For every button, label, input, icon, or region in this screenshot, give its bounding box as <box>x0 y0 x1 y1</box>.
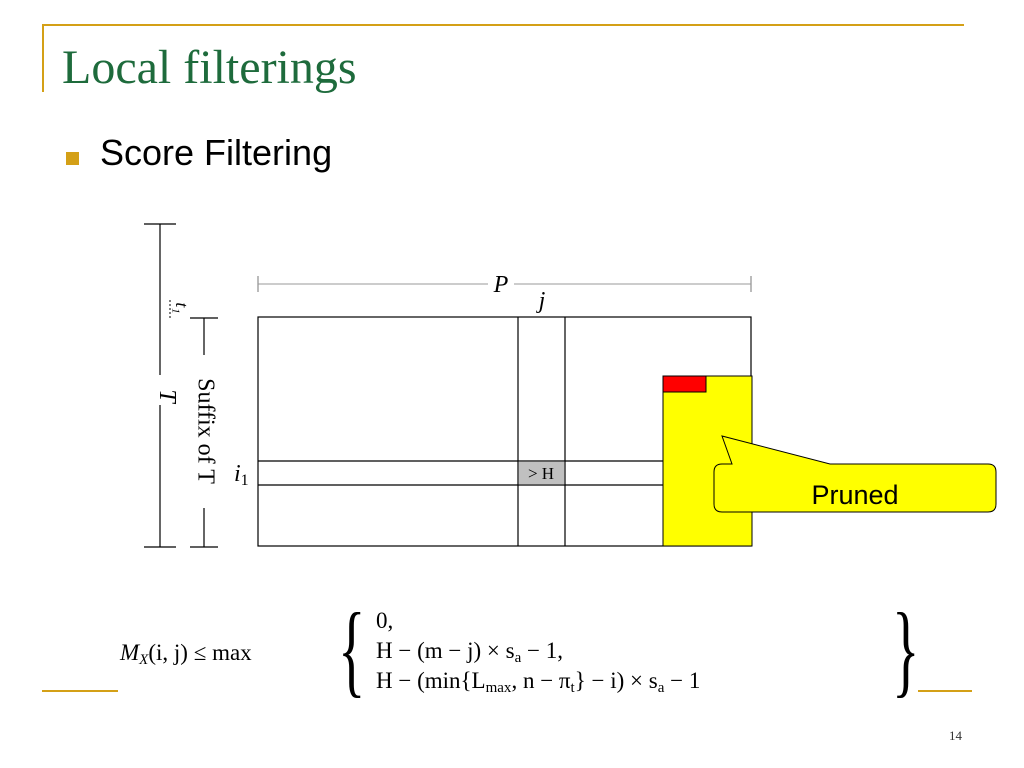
pruned-marker <box>662 375 707 393</box>
i1-label: i1 <box>234 461 249 489</box>
formula-right-brace: } <box>892 592 920 707</box>
footer-rule-right <box>918 690 972 692</box>
title-rule-horizontal <box>42 24 964 26</box>
threshold-cell-label: > H <box>528 464 554 483</box>
title-rule-vertical <box>42 24 44 92</box>
formula-left-brace: { <box>338 592 366 707</box>
formula-row-1: 0, <box>376 608 394 633</box>
page-number: 14 <box>949 728 962 743</box>
score-filtering-diagram: T t₁ Suffix of T P j i1 > H Pr <box>144 223 997 548</box>
t1-label: t₁ <box>172 302 192 313</box>
pruned-callout-label: Pruned <box>811 480 898 510</box>
suffix-of-t-label: Suffix of T <box>192 378 218 484</box>
pruned-callout <box>713 435 997 513</box>
formula-lhs: MX(i, j) ≤ max <box>120 640 252 668</box>
t-axis-label: T <box>154 389 180 404</box>
slide-title: Local filterings <box>62 41 357 94</box>
j-label: j <box>536 288 546 314</box>
score-bound-formula: MX(i, j) ≤ max { 0, H − (m − j) × sa − 1… <box>120 592 920 715</box>
p-label: P <box>493 272 509 298</box>
threshold-cell <box>517 460 566 486</box>
bullet-score-filtering: Score Filtering <box>100 132 333 173</box>
bullet-square-icon <box>66 152 79 165</box>
formula-row-2: H − (m − j) × sa − 1, <box>376 638 563 666</box>
formula-row-3: H − (min{Lmax, n − πt} − i) × sa − 1 <box>376 668 701 696</box>
footer-rule-left <box>42 690 118 692</box>
